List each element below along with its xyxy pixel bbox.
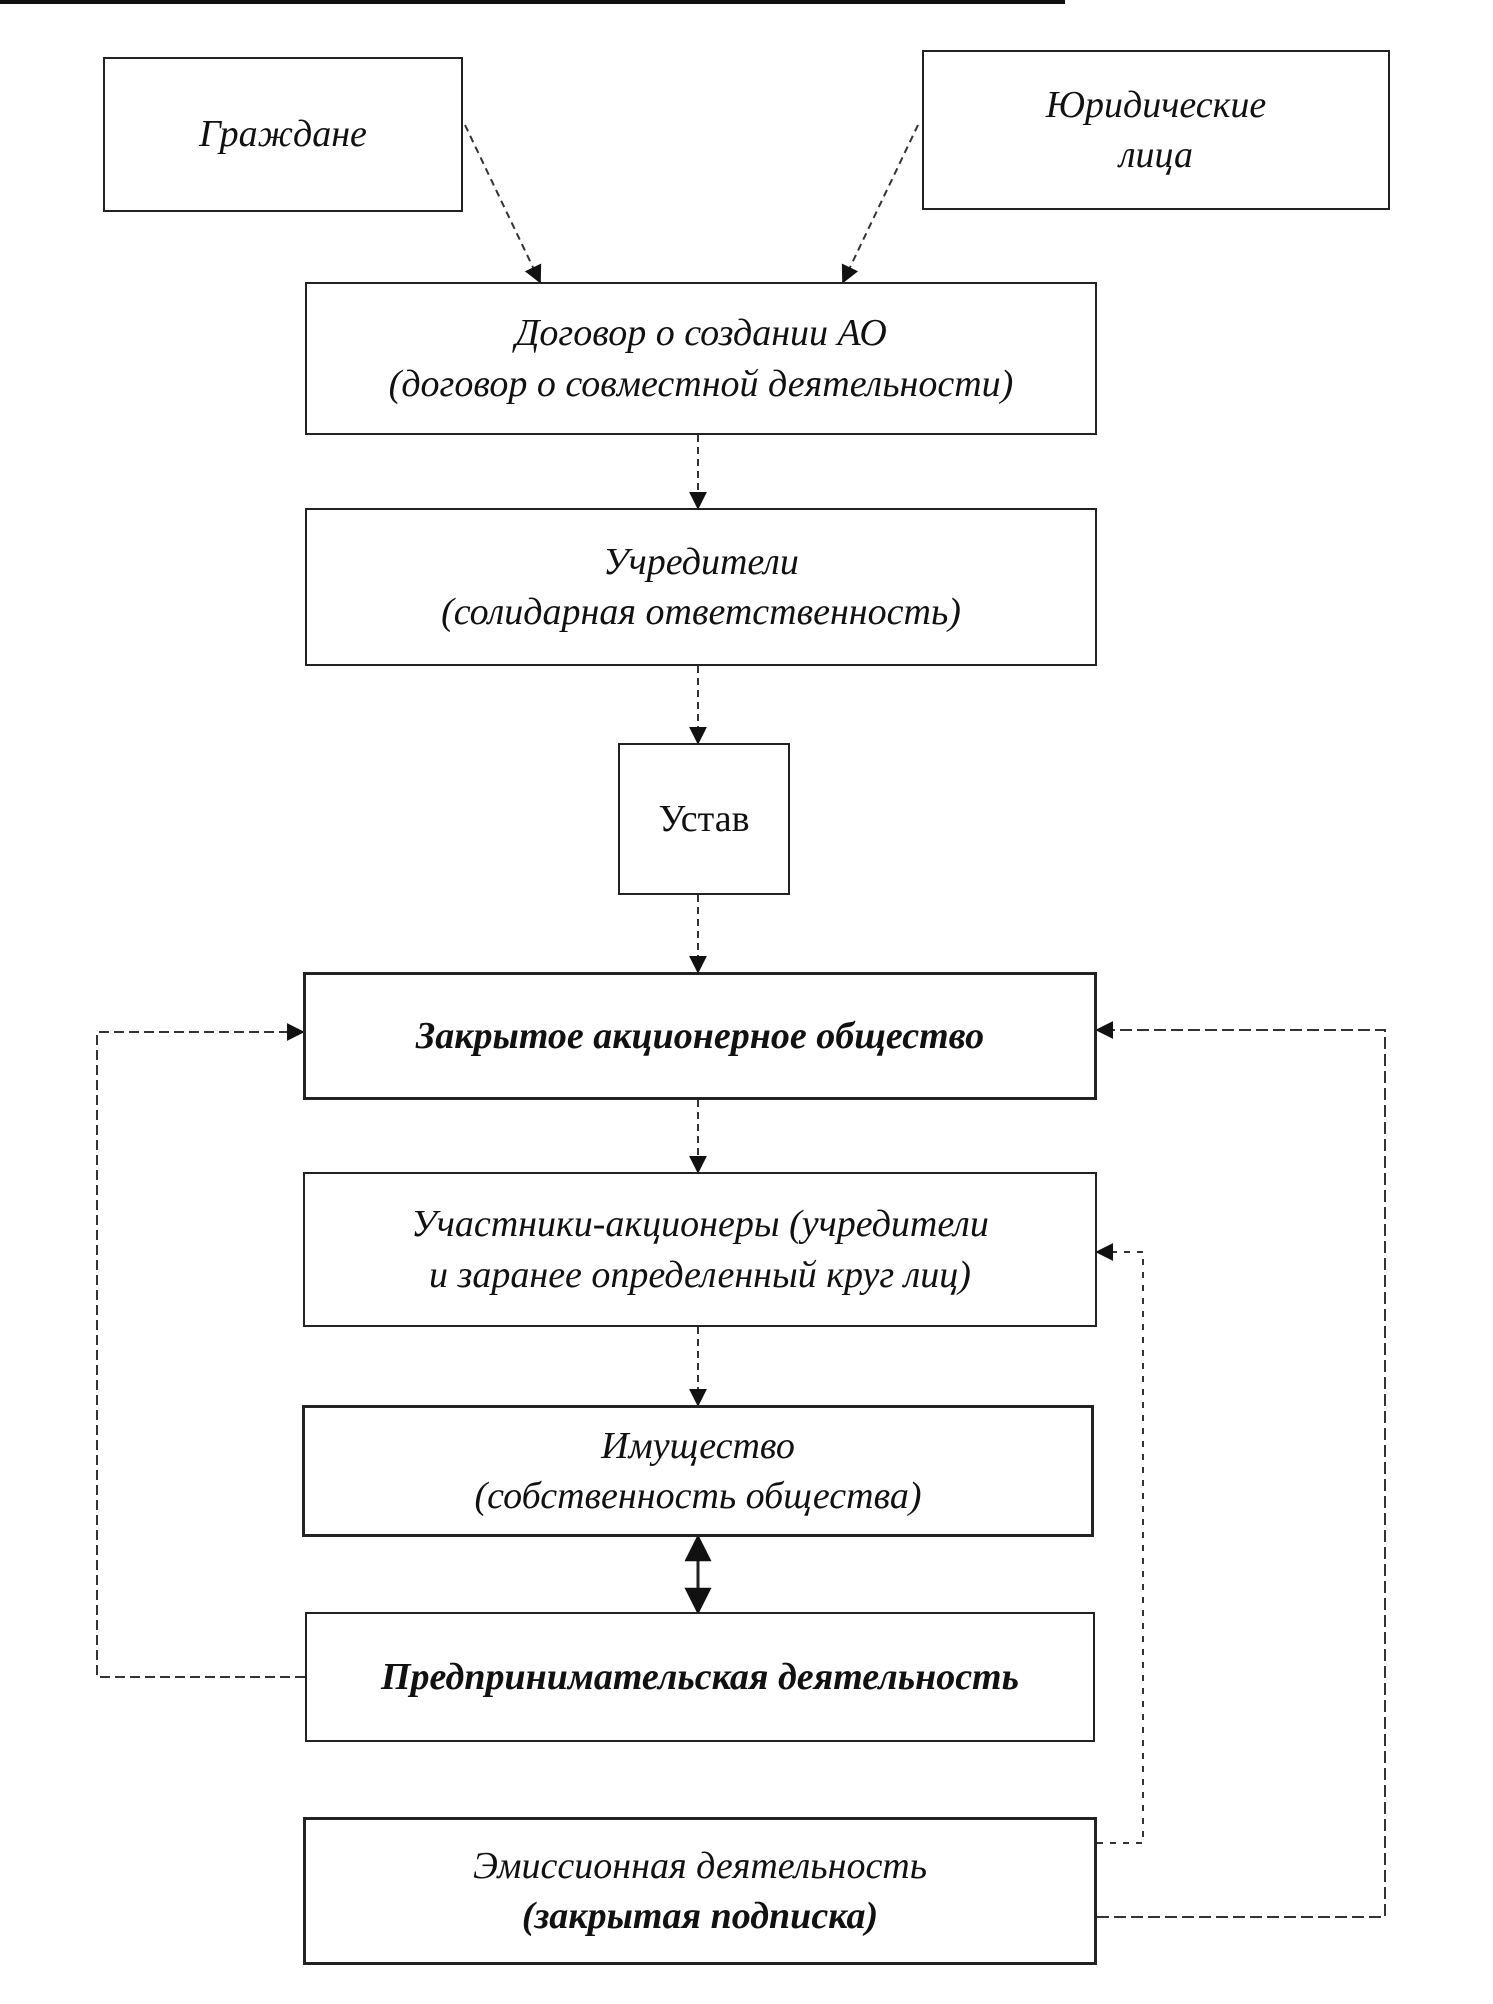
node-charter-line-1: Устав (658, 797, 750, 840)
node-shareholders: Участники-акционеры (учредители и заране… (303, 1172, 1097, 1327)
node-property-line-2: (собственность общества) (474, 1475, 922, 1517)
node-shareholders-line-2: и заранее определенный круг лиц) (429, 1253, 971, 1296)
node-citizens-line-1: Граждане (199, 113, 367, 156)
edge-citizens-to-agreement (464, 124, 542, 284)
node-closed-jsc-line-1: Закрытое акционерное общество (415, 1014, 985, 1057)
node-business-activity: Предпринимательская деятельность (305, 1612, 1095, 1742)
node-emission-activity-line-1: Эмиссионная деятельность (472, 1844, 928, 1887)
node-closed-jsc: Закрытое акционерное общество (303, 972, 1097, 1100)
node-founding-agreement-line-2: (договор о совместной деятельности) (388, 362, 1014, 405)
edge-legal-entities-to-agreement (841, 124, 919, 284)
edge-business-to-closed-jsc (96, 1023, 305, 1678)
edge-emission-to-closed-jsc (1095, 1021, 1386, 1918)
top-rule (0, 0, 1065, 4)
node-charter: Устав (618, 743, 790, 895)
node-legal-entities-line-1: Юридические (1045, 83, 1267, 126)
node-legal-entities-line-2: лица (1118, 134, 1194, 176)
node-legal-entities: Юридические лица (922, 50, 1390, 210)
node-founding-agreement-line-1: Договор о создании АО (515, 312, 887, 355)
node-founders-line-1: Учредители (603, 540, 799, 583)
node-emission-activity: Эмиссионная деятельность (закрытая подпи… (303, 1817, 1097, 1965)
node-business-activity-line-1: Предпринимательская деятельность (381, 1655, 1019, 1698)
node-shareholders-line-1: Участники-акционеры (учредители (411, 1203, 989, 1246)
node-founders: Учредители (солидарная ответственность) (305, 508, 1097, 666)
node-emission-activity-line-2: (закрытая подписка) (521, 1895, 879, 1937)
edge-emission-to-shareholders (1095, 1243, 1144, 1844)
node-founders-line-2: (солидарная ответственность) (441, 591, 961, 633)
node-property-line-1: Имущество (601, 1424, 795, 1467)
node-property: Имущество (собственность общества) (302, 1405, 1094, 1537)
node-citizens: Граждане (103, 57, 463, 212)
node-founding-agreement: Договор о создании АО (договор о совмест… (305, 282, 1097, 435)
